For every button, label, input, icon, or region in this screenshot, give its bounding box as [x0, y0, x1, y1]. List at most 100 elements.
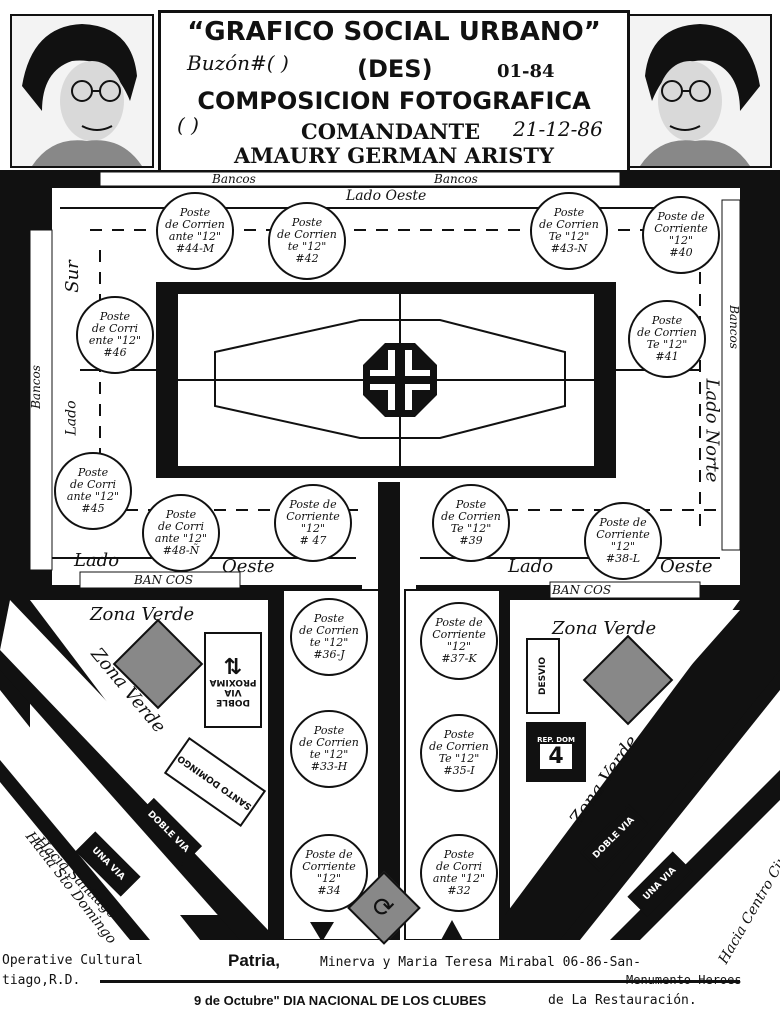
poste-line: de Corrien: [637, 326, 697, 339]
sur-label: Sur: [61, 260, 83, 293]
route-shield-sign: REP. DOM 4: [526, 722, 586, 782]
portrait-photo-left: [10, 14, 154, 168]
roundabout-icon: ⟳: [373, 892, 395, 923]
poste-line: #32: [447, 884, 471, 897]
title-block: “GRAFICO SOCIAL URBANO” Buzón#( ) (DES) …: [158, 10, 630, 174]
ban-cos-left: BAN COS: [134, 573, 194, 587]
lado-norte: Lado Norte: [701, 378, 723, 483]
poste-line: de Corrien: [429, 740, 489, 753]
date-label: 21-12-86: [513, 117, 603, 141]
code-label: 01-84: [497, 61, 555, 82]
poste-line: Poste: [651, 314, 683, 327]
poste-line: Poste: [313, 724, 345, 737]
poste-line: #46: [103, 346, 127, 359]
poste-line: #48-Ñ: [162, 544, 200, 557]
oeste-bottom-left: Oeste: [222, 556, 275, 577]
poste-line: de Corri: [435, 860, 483, 873]
name-label: AMAURY GERMAN ARISTY: [233, 143, 555, 168]
park-map: ⟳ DOBLE VIA PROXIMA ⇅ SANTO DOMINGO DOBL…: [0, 170, 780, 967]
poste-line: Te "12": [450, 522, 492, 535]
poste-line: Poste: [291, 216, 323, 229]
poste-line: Poste de: [435, 616, 483, 629]
poste-line: de Corri: [69, 478, 117, 491]
poste-line: "12": [300, 522, 326, 535]
oeste-bottom-right: Oeste: [660, 556, 713, 577]
poste-line: ante "12": [66, 490, 120, 503]
poste-line: #38-L: [605, 552, 641, 565]
poste-line: #42: [295, 252, 319, 265]
poste-line: de Corri: [91, 322, 139, 335]
bancos-top-right: Bancos: [434, 172, 478, 186]
lado-left: Lado: [63, 400, 80, 436]
poste-line: Poste: [165, 508, 197, 521]
poste-line: #43-N: [550, 242, 588, 255]
poste-line: te "12": [309, 748, 349, 761]
parens-label: ( ): [177, 113, 199, 137]
poste-line: #34: [317, 884, 341, 897]
zona-verde-3: Zona Verde: [552, 618, 657, 639]
poste-line: Te "12": [438, 752, 480, 765]
poste-line: Corriente: [596, 528, 650, 541]
poste-line: "12": [316, 872, 342, 885]
poste-line: Poste de: [657, 210, 705, 223]
poste-line: #37-K: [441, 652, 477, 665]
main-title: “GRAFICO SOCIAL URBANO”: [187, 17, 601, 47]
poste-line: #44-M: [175, 242, 215, 255]
poste-line: ante "12": [154, 532, 208, 545]
poste-line: Poste de: [305, 848, 353, 861]
poste-line: de Corri: [157, 520, 205, 533]
poste-line: de Corrien: [539, 218, 599, 231]
buzon-label: Buzón#( ): [187, 51, 289, 75]
composicion-title: COMPOSICION FOTOGRAFICA: [197, 87, 591, 115]
poste-line: Corriente: [654, 222, 708, 235]
footer-line3-b: de La Restauración.: [548, 993, 697, 1008]
poste-line: ante "12": [432, 872, 486, 885]
footer-line2-b: Menumento Heroes: [626, 973, 742, 987]
poste-line: "12": [446, 640, 472, 653]
poste-line: Poste: [179, 206, 211, 219]
poste-line: #39: [459, 534, 483, 547]
poste-line: Te "12": [646, 338, 688, 351]
poste-line: Poste: [77, 466, 109, 479]
bancos-right: Bancos: [726, 305, 741, 349]
poste-line: Poste: [455, 498, 487, 511]
poste-line: "12": [668, 234, 694, 247]
poste-line: ente "12": [88, 334, 142, 347]
poste-line: de Corrien: [165, 218, 225, 231]
poste-line: Poste: [443, 728, 475, 741]
poste-line: Corriente: [302, 860, 356, 873]
desvio-sign: DESVIO: [526, 638, 560, 714]
poste-line: #35-I: [443, 764, 475, 777]
doble-via-proxima-sign: DOBLE VIA PROXIMA ⇅: [204, 632, 262, 728]
footer-line1-a: Operative Cultural: [2, 953, 143, 968]
poste-line: Poste: [553, 206, 585, 219]
footer-line1-b: Minerva y Maria Teresa Mirabal 06-86-San…: [320, 955, 641, 970]
poste-line: #36-J: [313, 648, 345, 661]
zona-verde-1: Zona Verde: [90, 604, 195, 625]
poste-line: Te "12": [548, 230, 590, 243]
comandante-label: COMANDANTE: [301, 119, 481, 144]
poste-line: de Corrien: [299, 736, 359, 749]
poste-line: Poste de: [289, 498, 337, 511]
poste-line: Poste: [443, 848, 475, 861]
footer-line2-a: tiago,R.D.: [2, 973, 81, 988]
footer-patria: Patria,: [228, 951, 280, 970]
poste-line: Corriente: [432, 628, 486, 641]
poste-line: # 47: [299, 534, 327, 547]
poste-line: de Corrien: [299, 624, 359, 637]
poste-line: #40: [669, 246, 693, 259]
poste-line: te "12": [287, 240, 327, 253]
